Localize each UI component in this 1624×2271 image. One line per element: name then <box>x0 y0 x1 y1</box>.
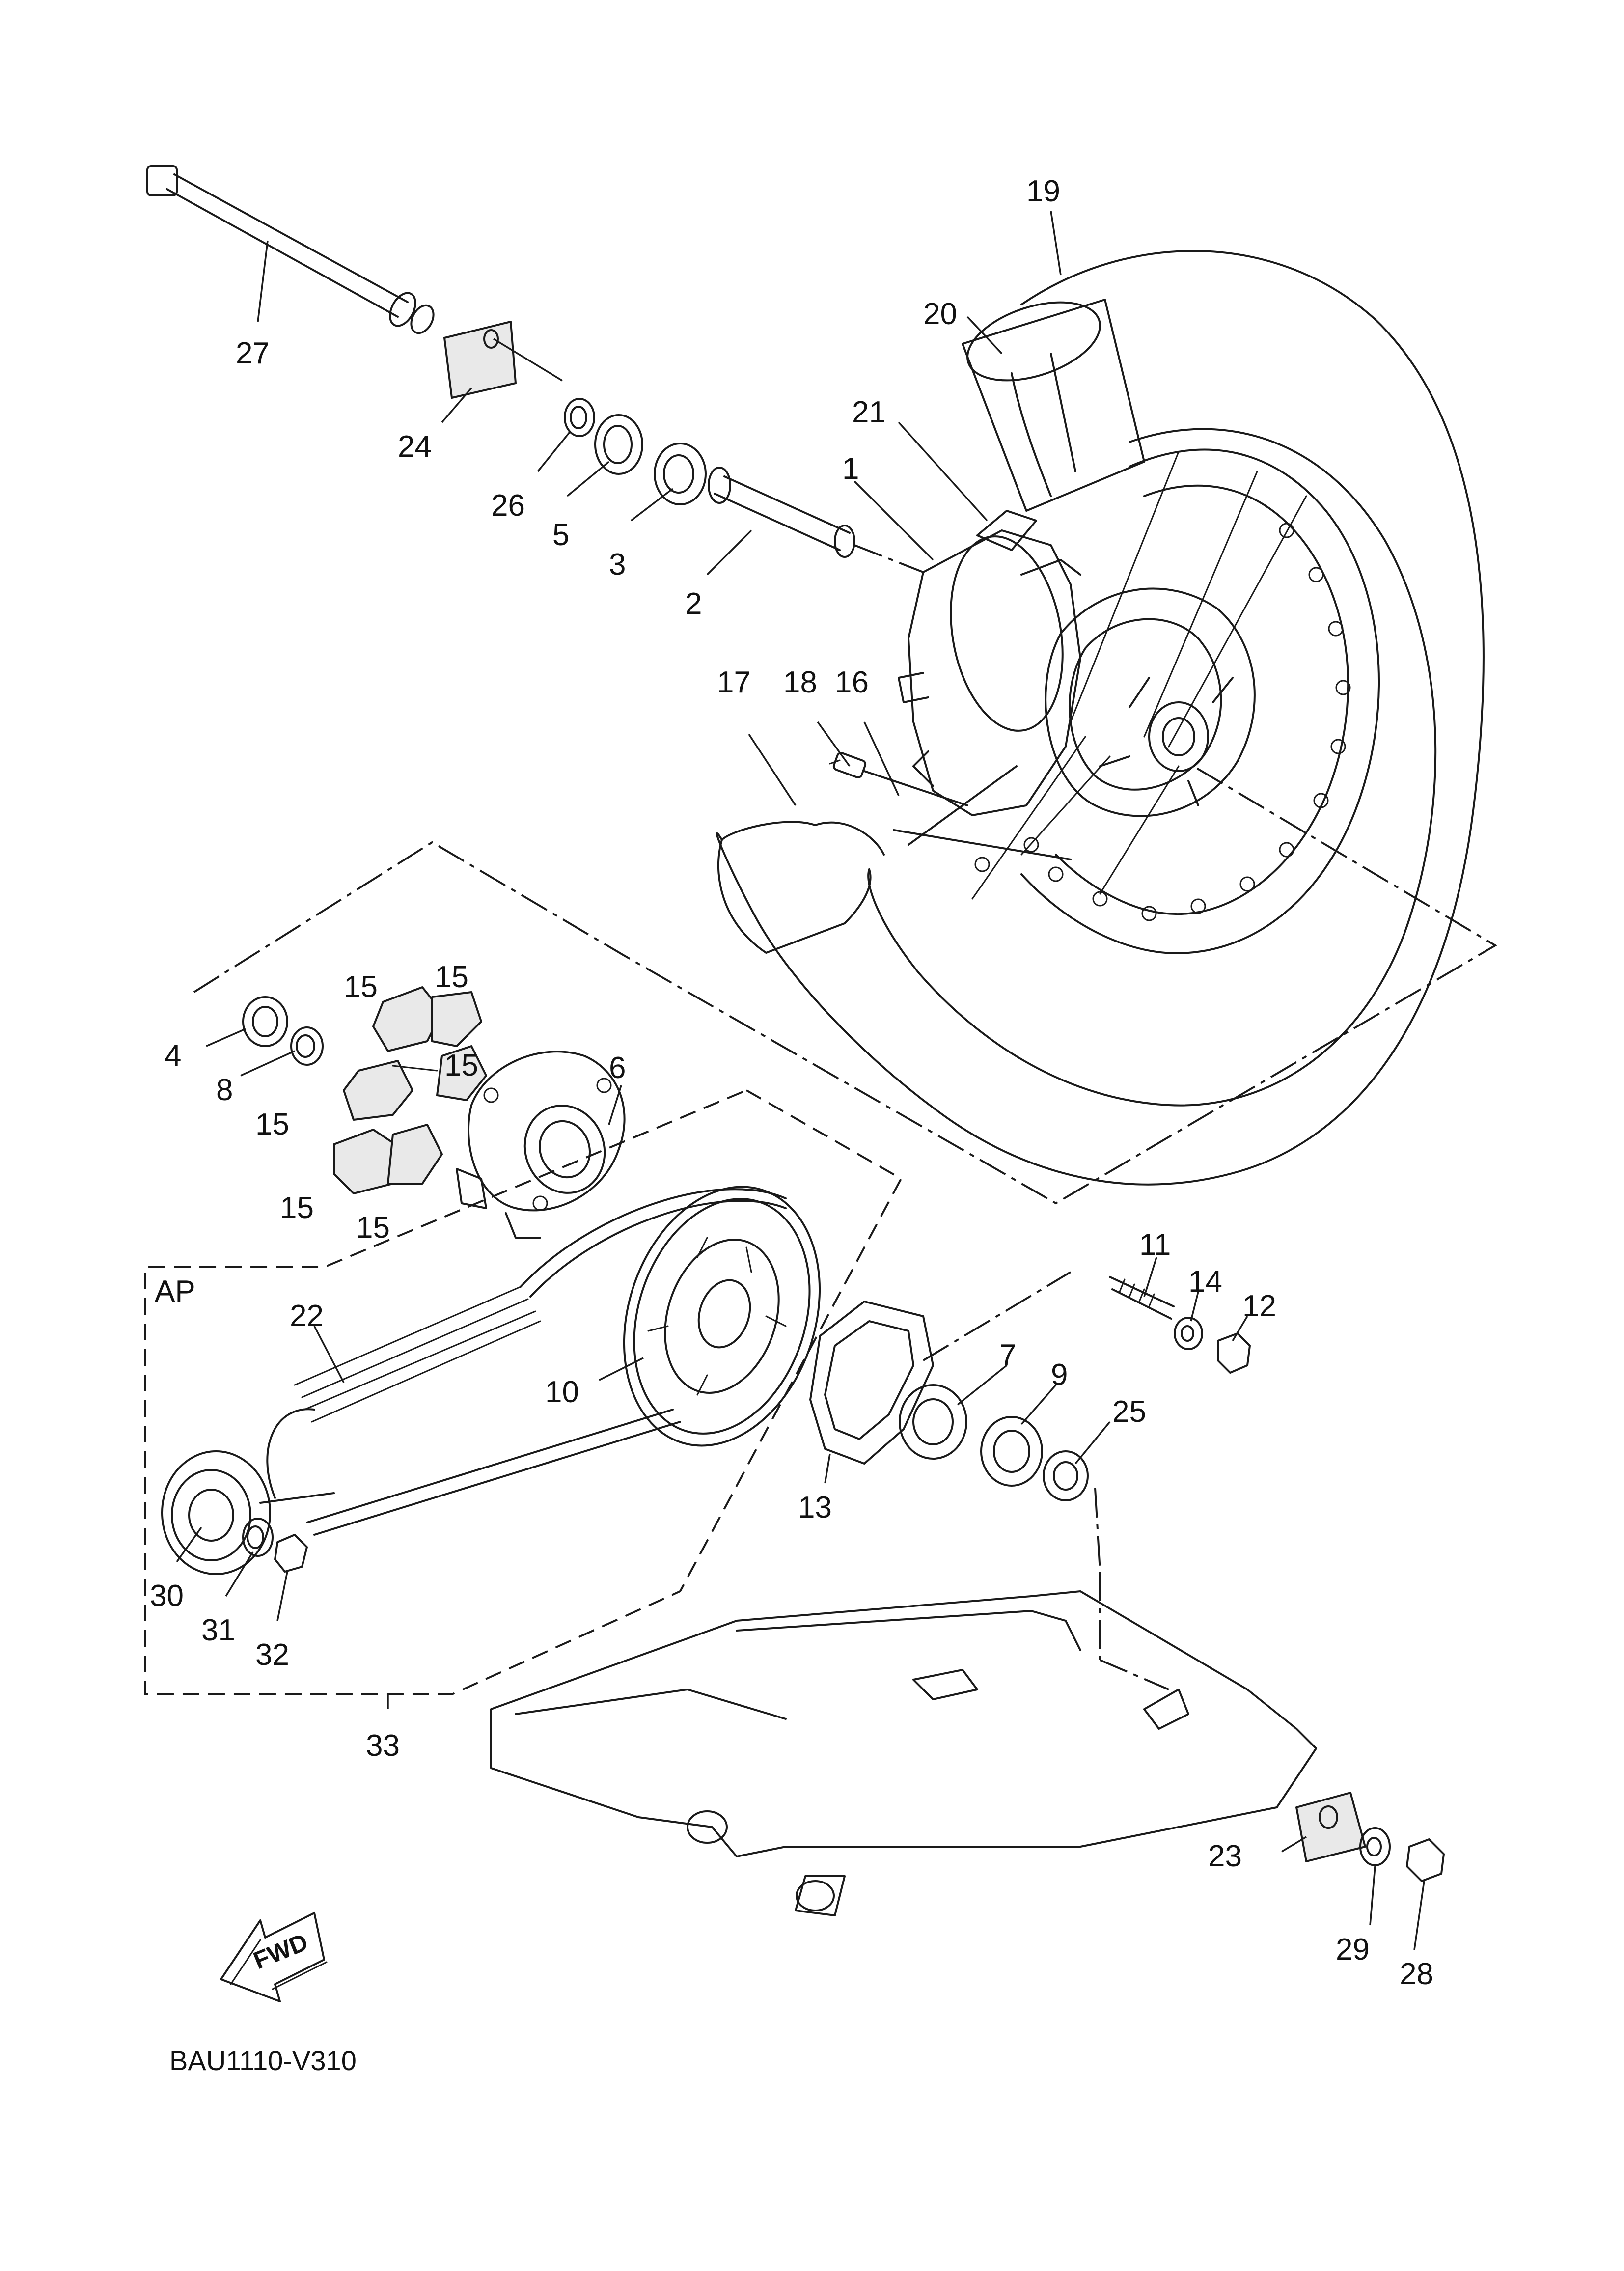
callout-labels: 1 2 3 4 5 6 7 8 9 10 11 12 13 14 15 15 1… <box>150 174 1433 1991</box>
callout-16: 16 <box>835 665 869 699</box>
callout-10: 10 <box>545 1375 579 1409</box>
callout-31: 31 <box>201 1613 235 1647</box>
rear-axle <box>146 165 435 334</box>
rear-tire <box>716 250 1485 1186</box>
callout-2: 2 <box>685 587 702 621</box>
callout-32: 32 <box>255 1638 289 1672</box>
callout-1: 1 <box>842 452 859 486</box>
left-hub-small-parts <box>564 398 924 573</box>
callout-12: 12 <box>1242 1289 1276 1323</box>
wheel-hub-and-spokes <box>898 448 1380 954</box>
callout-17: 17 <box>717 665 751 699</box>
callout-6: 6 <box>609 1051 626 1085</box>
callout-7: 7 <box>999 1338 1016 1372</box>
swingarm <box>490 1590 1317 1916</box>
callout-15d: 15 <box>255 1108 289 1141</box>
callout-14: 14 <box>1188 1265 1222 1299</box>
callout-15a: 15 <box>344 970 378 1004</box>
rim-band-and-tube <box>962 299 1145 551</box>
fwd-label: FWD <box>249 1928 312 1975</box>
right-side-bearing-seal-collar <box>899 1384 1169 1690</box>
axle-adjuster-plate-left <box>443 321 563 399</box>
drive-sprocket-set <box>161 1450 308 1575</box>
callout-15e: 15 <box>280 1191 314 1225</box>
callout-15f: 15 <box>356 1211 390 1245</box>
callout-20: 20 <box>923 297 957 331</box>
callout-29: 29 <box>1336 1933 1370 1966</box>
callout-15c: 15 <box>444 1049 478 1082</box>
callout-30: 30 <box>150 1579 184 1613</box>
callout-25: 25 <box>1112 1395 1146 1429</box>
callout-21: 21 <box>852 395 886 429</box>
callout-27: 27 <box>236 336 270 370</box>
callout-4: 4 <box>165 1039 181 1073</box>
callout-18: 18 <box>783 665 817 699</box>
callout-23: 23 <box>1208 1839 1242 1873</box>
drive-chain <box>259 1188 787 1536</box>
right-hub-bearing-and-collar <box>242 996 324 1066</box>
drive-chain-kit-outline <box>144 1089 903 1695</box>
callout-5: 5 <box>552 518 569 552</box>
callout-8: 8 <box>216 1073 233 1107</box>
hub-dampers <box>333 986 487 1194</box>
wheel-assembly-outline <box>193 765 1497 1205</box>
axle-adjuster-plate-right-set <box>1295 1792 1445 1882</box>
sprocket-clutch-hub <box>456 1051 626 1239</box>
callout-19: 19 <box>1026 174 1060 208</box>
rear-sprocket <box>623 1186 821 1447</box>
forward-direction-arrow: FWD <box>220 1912 328 2002</box>
callout-33: 33 <box>366 1729 400 1763</box>
drawing-code: BAU1110-V310 <box>169 2045 357 2076</box>
spoke-set <box>829 752 1072 860</box>
callout-15b: 15 <box>435 960 468 994</box>
callout-13: 13 <box>798 1491 832 1524</box>
callout-28: 28 <box>1400 1957 1433 1991</box>
callout-24: 24 <box>398 430 432 464</box>
callout-11: 11 <box>1139 1228 1171 1262</box>
callout-26: 26 <box>491 489 525 523</box>
callout-22: 22 <box>290 1299 324 1333</box>
callout-leaders <box>176 211 1425 1950</box>
sprocket-dust-cover <box>809 1301 934 1465</box>
callout-9: 9 <box>1051 1358 1068 1392</box>
callout-3: 3 <box>609 548 626 582</box>
group-label-ap: AP <box>155 1274 195 1308</box>
